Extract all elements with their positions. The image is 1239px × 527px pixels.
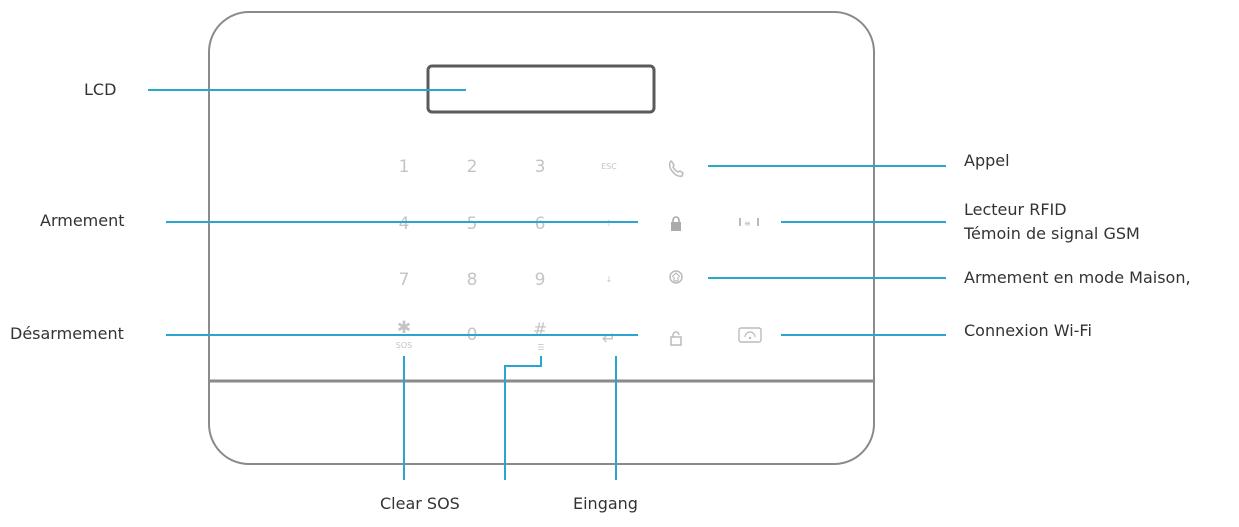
label-home-arming: Armement en mode Maison, (964, 268, 1191, 287)
label-entrance: Eingang (573, 494, 638, 513)
label-lcd: LCD (84, 80, 117, 99)
label-call: Appel (964, 151, 1010, 170)
keypad: 1 2 3 ESC 4 5 6 ↑ 7 8 9 ↓ ✱ 0 # ↵ SOS ☰ (396, 157, 618, 352)
lock-icon (671, 216, 681, 231)
key-1: 1 (399, 157, 410, 177)
key-8: 8 (467, 270, 478, 290)
label-disarming: Désarmement (10, 324, 124, 343)
unlock-icon (670, 331, 682, 346)
callout-lines (148, 89, 946, 480)
rfid-icon: ≡ (739, 218, 759, 228)
key-4: 4 (399, 214, 410, 234)
key-esc: ESC (601, 162, 617, 171)
key-9: 9 (535, 270, 546, 290)
key-hash: # (533, 320, 547, 340)
key-3: 3 (535, 157, 546, 177)
key-7: 7 (399, 270, 410, 290)
key-enter: ↵ (602, 329, 616, 349)
key-down: ↓ (606, 275, 613, 284)
key-star: ✱ (397, 318, 411, 338)
key-hash-sublabel: ☰ (537, 343, 544, 352)
key-5: 5 (467, 214, 478, 234)
label-clear-sos: Clear SOS (380, 494, 460, 513)
home-icon (669, 270, 683, 284)
phone-icon (668, 159, 684, 177)
label-gsm-indicator: Témoin de signal GSM (964, 224, 1140, 243)
key-2: 2 (467, 157, 478, 177)
leader-sos (504, 356, 542, 480)
key-up: ↑ (606, 219, 613, 228)
wifi-icon (738, 327, 762, 343)
svg-text:≡: ≡ (744, 219, 751, 228)
device-body (208, 11, 875, 465)
key-sos-sublabel: SOS (396, 341, 412, 350)
label-arming: Armement (40, 211, 125, 230)
label-rfid-reader: Lecteur RFID (964, 200, 1067, 219)
key-6: 6 (535, 214, 546, 234)
label-wifi: Connexion Wi-Fi (964, 321, 1092, 340)
